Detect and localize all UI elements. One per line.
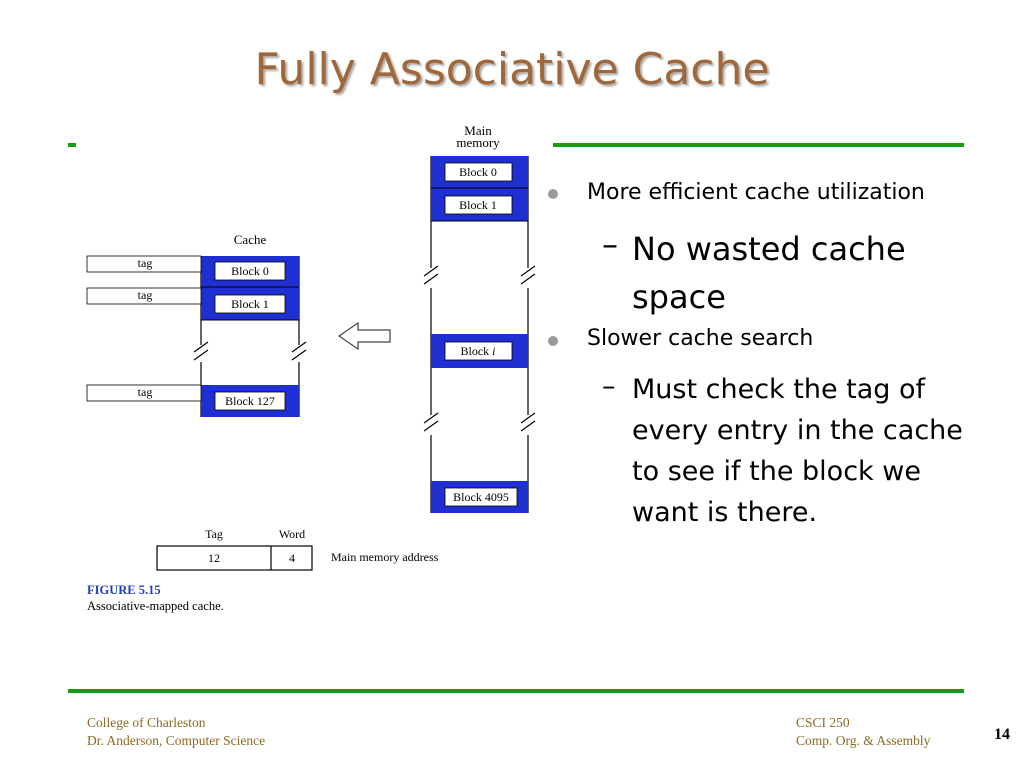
bullet-1: More efficient cache utilization bbox=[587, 180, 925, 205]
address-tag-value: 12 bbox=[208, 551, 220, 565]
footer-course: CSCI 250 bbox=[796, 715, 850, 730]
memory-block-4095: Block 4095 bbox=[431, 481, 528, 513]
sub-bullet-1: No wasted cache space bbox=[632, 230, 906, 316]
memory-block-i-label: Block bbox=[460, 344, 489, 358]
footer-left: College of Charleston Dr. Anderson, Comp… bbox=[87, 714, 265, 750]
address-format-box: 12 4 bbox=[156, 545, 313, 571]
sub-dash-2: – bbox=[602, 371, 616, 402]
memory-block-0: Block 0 bbox=[431, 156, 528, 188]
tag-field-127-label: tag bbox=[138, 385, 153, 399]
tag-field-0: tag bbox=[86, 255, 202, 273]
tag-field-127: tag bbox=[86, 384, 202, 402]
bullet-2: Slower cache search bbox=[587, 326, 814, 351]
cache-block-127-label: Block 127 bbox=[225, 394, 275, 408]
footer-author: Dr. Anderson, Computer Science bbox=[87, 733, 266, 748]
tag-field-0-label: tag bbox=[138, 256, 153, 270]
cache-break-marks bbox=[193, 341, 307, 361]
cache-block-1: Block 1 bbox=[201, 287, 299, 320]
main-memory-label-2: memory bbox=[456, 135, 500, 150]
cache-block-0: Block 0 bbox=[201, 256, 299, 287]
memory-block-1-label: Block 1 bbox=[459, 198, 497, 212]
cache-block-1-label: Block 1 bbox=[231, 297, 269, 311]
cache-block-0-label: Block 0 bbox=[231, 264, 269, 278]
cache-diagram: Main memory Block 0 Block 1 Block i bbox=[86, 123, 536, 613]
memory-block-1: Block 1 bbox=[431, 188, 528, 221]
memory-block-0-label: Block 0 bbox=[459, 165, 497, 179]
memory-block-i: Block i bbox=[431, 334, 528, 368]
figure-caption: Associative-mapped cache. bbox=[87, 599, 224, 613]
address-word-header: Word bbox=[279, 527, 305, 541]
top-rule-left bbox=[68, 143, 76, 147]
bullet-dot-icon bbox=[548, 189, 558, 199]
footer-right: CSCI 250 Comp. Org. & Assembly bbox=[796, 714, 930, 750]
memory-break-marks bbox=[423, 265, 536, 432]
address-word-value: 4 bbox=[289, 551, 295, 565]
bullet-dot-icon bbox=[548, 336, 558, 346]
tag-field-1: tag bbox=[86, 287, 202, 305]
memory-block-i-suffix: i bbox=[492, 344, 495, 358]
footer-institution: College of Charleston bbox=[87, 715, 206, 730]
cache-label: Cache bbox=[234, 232, 267, 247]
page-number: 14 bbox=[994, 726, 1010, 743]
figure-number: FIGURE 5.15 bbox=[87, 583, 161, 597]
left-arrow-icon bbox=[337, 321, 391, 351]
cache-block-127: Block 127 bbox=[201, 385, 299, 417]
memory-block-4095-label: Block 4095 bbox=[453, 490, 509, 504]
top-rule-right bbox=[553, 143, 964, 147]
tag-field-1-label: tag bbox=[138, 288, 153, 302]
main-memory-label-1: Main bbox=[464, 123, 492, 138]
bottom-rule bbox=[68, 689, 964, 693]
sub-bullet-2: Must check the tag of every entry in the… bbox=[632, 374, 963, 528]
footer-course-name: Comp. Org. & Assembly bbox=[796, 733, 931, 748]
svg-text:Block i: Block i bbox=[460, 344, 495, 358]
sub-dash-1: – bbox=[602, 225, 618, 263]
address-caption: Main memory address bbox=[331, 550, 439, 564]
address-tag-header: Tag bbox=[205, 527, 223, 541]
slide-title: Fully Associative Cache bbox=[254, 44, 770, 95]
